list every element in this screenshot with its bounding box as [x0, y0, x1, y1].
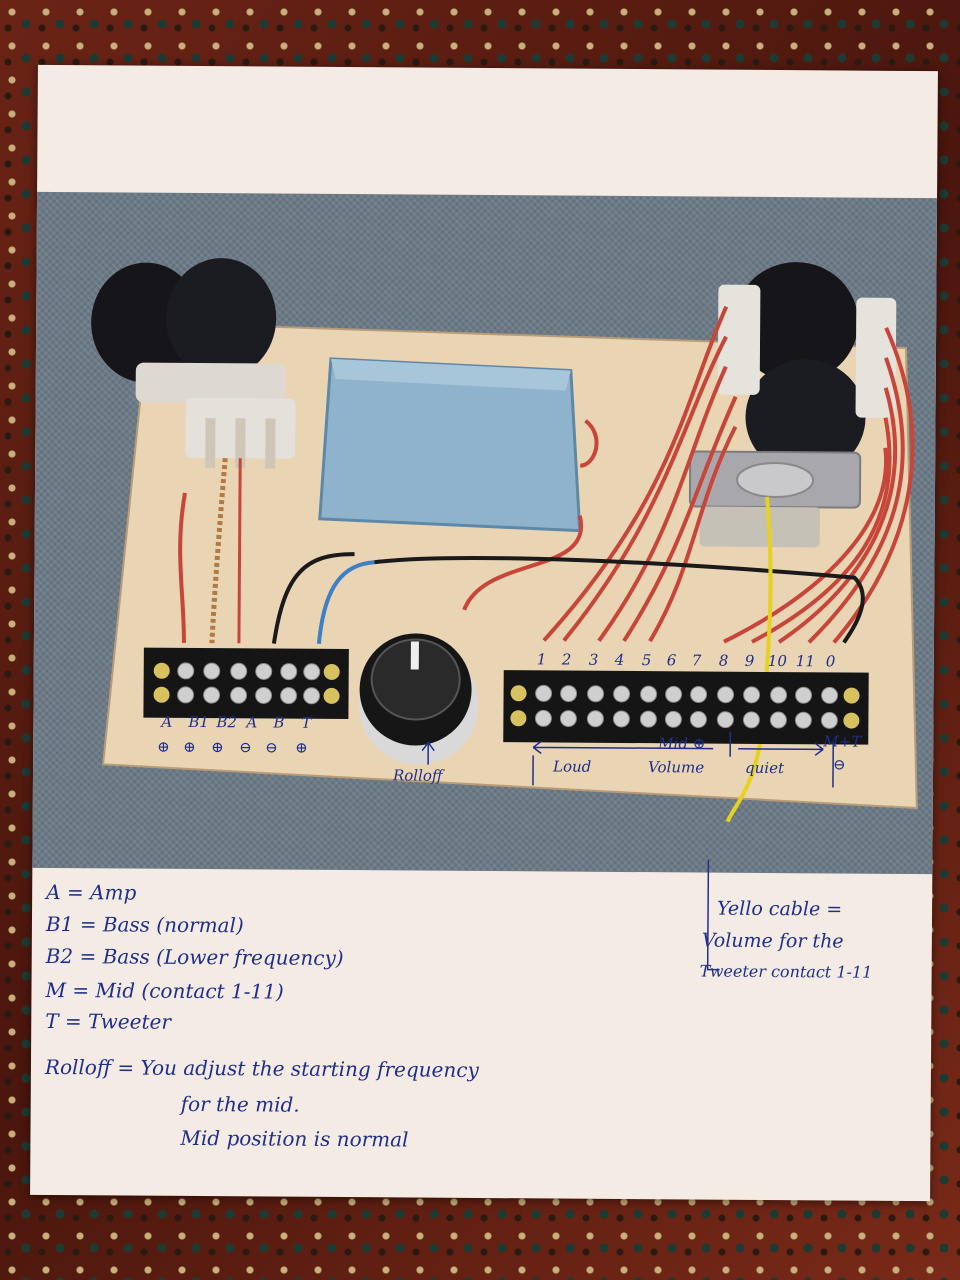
left-label-t: T [301, 713, 312, 732]
volume-label: Volume [648, 758, 705, 777]
mid-number-10: 10 [767, 651, 787, 671]
yellow-note-line-3: Tweeter contact 1-11 [699, 961, 873, 982]
mid-number-7: 7 [691, 651, 702, 670]
mt-label: M+T [823, 732, 862, 751]
left-label-a: A [161, 712, 173, 731]
left-polarity-4: ⊖ [239, 738, 252, 757]
left-label-b1: B1 [188, 712, 210, 732]
loud-label: Loud [553, 757, 592, 776]
legend-tweeter: T = Tweeter [45, 1008, 172, 1034]
rolloff-knob [358, 633, 479, 765]
mid-terminal-block [503, 670, 869, 745]
mt-minus-label: ⊖ [833, 755, 846, 774]
quiet-label: quiet [745, 758, 785, 778]
rolloff-note-line-1: Rolloff = You adjust the starting freque… [44, 1054, 479, 1082]
left-terminal-block [143, 647, 349, 720]
mid-number-4: 4 [614, 650, 625, 669]
annotation-arrows [421, 731, 834, 788]
yellow-note-line-1: Yello cable = [717, 897, 843, 921]
mid-number-0: 0 [825, 652, 836, 671]
left-polarity-6: ⊕ [295, 738, 308, 757]
black-wire [271, 552, 355, 644]
left-label-b2: B2 [216, 713, 238, 732]
left-label-a2: A [246, 713, 258, 732]
legend-amp: A = Amp [46, 879, 137, 905]
mid-number-8: 8 [718, 651, 729, 670]
left-polarity-5: ⊖ [265, 738, 278, 757]
rolloff-label: Rolloff [392, 766, 443, 785]
mid-plus-label: Mid ⊕ [658, 734, 706, 753]
rolloff-note-line-3: Mid position is normal [180, 1125, 409, 1152]
red-wire-b2 [237, 458, 242, 644]
rolloff-note-line-2: for the mid. [180, 1091, 300, 1117]
left-polarity-3: ⊕ [211, 738, 224, 757]
yellow-note-line-2: Volume for the [701, 929, 844, 953]
mid-number-9: 9 [744, 651, 755, 670]
left-inductors [91, 258, 296, 469]
mid-number-3: 3 [588, 650, 599, 669]
blue-capacitor-box [318, 357, 582, 533]
legend-bass-normal: B1 = Bass (normal) [45, 911, 244, 938]
mid-number-11: 11 [795, 652, 815, 671]
left-polarity-2: ⊕ [183, 737, 196, 756]
twisted-wire [209, 457, 228, 644]
mid-number-2: 2 [561, 650, 572, 669]
right-inductors [688, 262, 897, 548]
legend-mid: M = Mid (contact 1-11) [45, 977, 284, 1004]
blue-wire [316, 560, 375, 645]
left-label-b: B [273, 713, 285, 732]
legend-bass-lower: B2 = Bass (Lower frequency) [45, 943, 344, 971]
mid-number-5: 5 [641, 651, 652, 670]
left-polarity-1: ⊕ [157, 737, 170, 756]
paper-sheet: A B1 B2 A B T ⊕ ⊕ ⊕ ⊖ ⊖ ⊕ Rolloff 1 2 3 … [30, 64, 938, 1202]
crossover-photo: A B1 B2 A B T ⊕ ⊕ ⊕ ⊖ ⊖ ⊕ Rolloff 1 2 3 … [32, 191, 938, 875]
mid-number-6: 6 [666, 651, 677, 670]
crossover-illustration [91, 258, 918, 823]
mid-number-1: 1 [536, 650, 547, 669]
